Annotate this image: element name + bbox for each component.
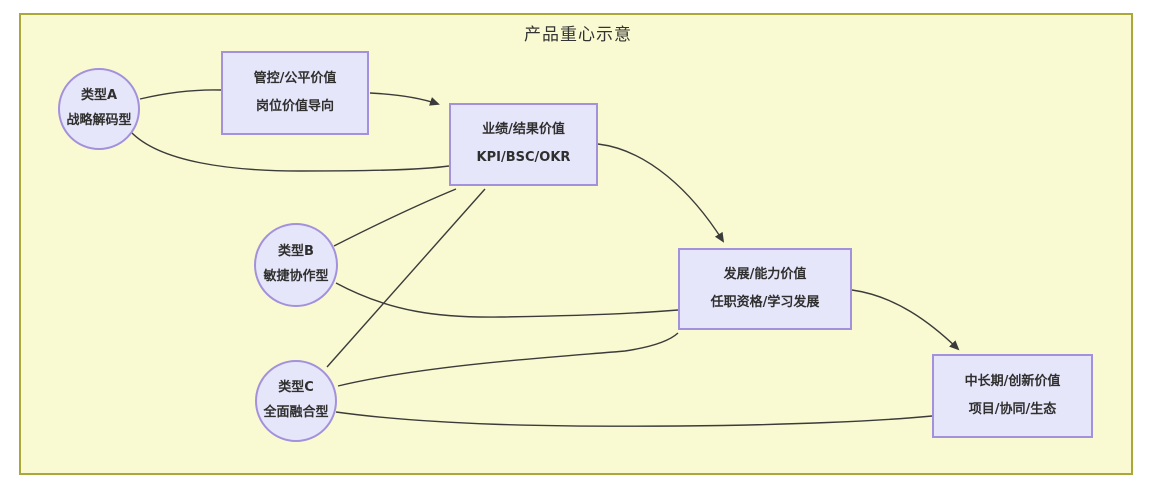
node-type-a-subtitle: 战略解码型: [66, 113, 132, 128]
node-type-a: 类型A 战略解码型: [58, 68, 140, 150]
node-longterm-value-title: 中长期/创新价值: [964, 373, 1061, 389]
node-development-value: 发展/能力价值 任职资格/学习发展: [678, 248, 852, 330]
node-control-value-subtitle: 岗位价值导向: [255, 98, 334, 114]
node-control-value-title: 管控/公平价值: [253, 70, 337, 86]
node-performance-value: 业绩/结果价值 KPI/BSC/OKR: [449, 103, 598, 186]
node-longterm-value-subtitle: 项目/协同/生态: [968, 401, 1057, 417]
node-type-c-subtitle: 全面融合型: [263, 405, 329, 420]
node-longterm-value: 中长期/创新价值 项目/协同/生态: [932, 354, 1093, 438]
node-development-value-subtitle: 任职资格/学习发展: [710, 294, 820, 310]
node-performance-value-subtitle: KPI/BSC/OKR: [476, 150, 571, 165]
node-type-b-subtitle: 敏捷协作型: [263, 269, 329, 284]
diagram-title: 产品重心示意: [524, 25, 632, 45]
node-type-a-title: 类型A: [80, 88, 118, 104]
node-type-c: 类型C 全面融合型: [255, 360, 337, 442]
node-type-c-title: 类型C: [278, 380, 314, 396]
node-development-value-title: 发展/能力价值: [723, 266, 807, 282]
node-control-value: 管控/公平价值 岗位价值导向: [221, 51, 369, 135]
node-type-b-title: 类型B: [278, 244, 314, 260]
node-type-b: 类型B 敏捷协作型: [254, 223, 338, 307]
node-performance-value-title: 业绩/结果价值: [482, 122, 565, 138]
